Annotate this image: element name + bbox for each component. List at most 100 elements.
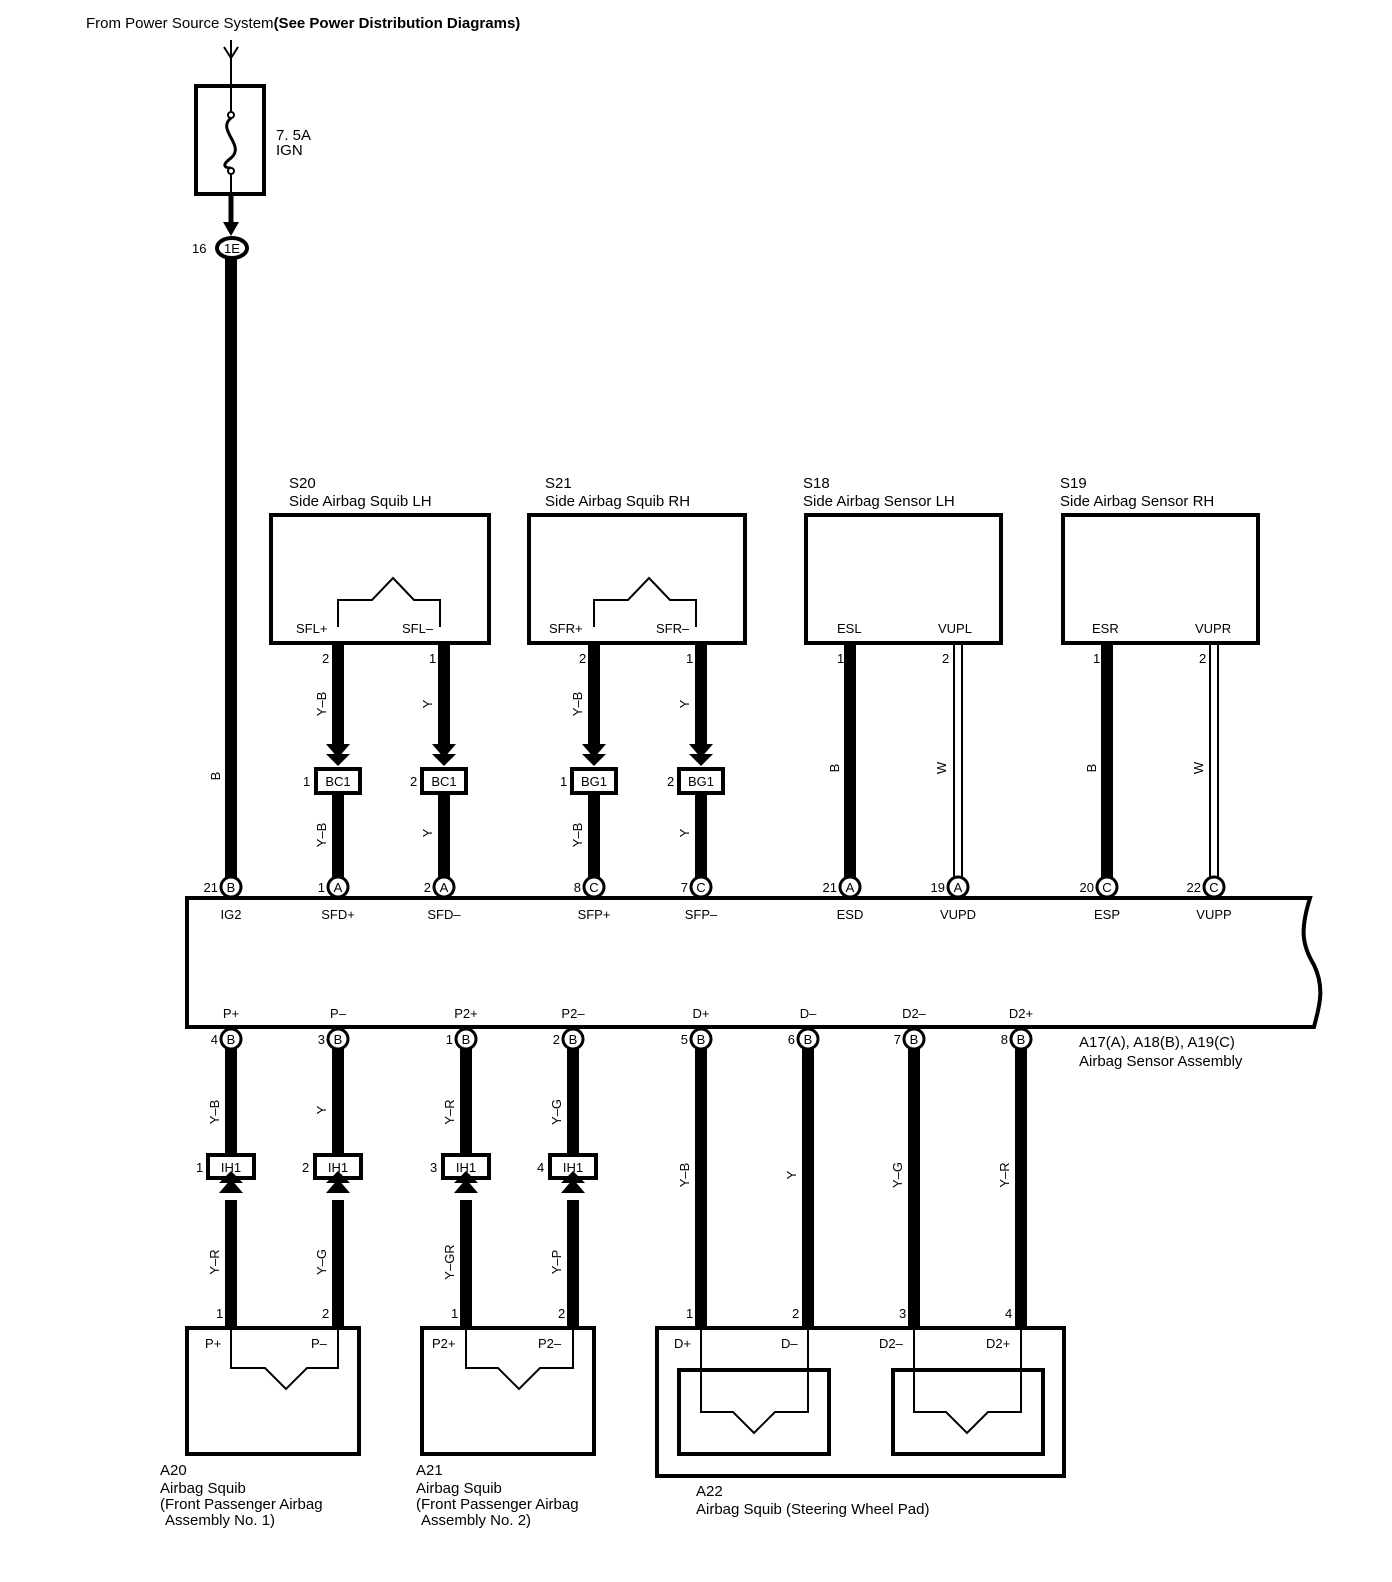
a20-id: A20: [160, 1462, 187, 1479]
connector-code: IH1: [221, 1160, 241, 1175]
svg-text:SFR–: SFR–: [656, 621, 690, 636]
svg-text:D2+: D2+: [1009, 1006, 1033, 1021]
end-pin: 3: [899, 1306, 906, 1321]
wire-label: B: [1084, 764, 1099, 773]
svg-text:C: C: [1209, 880, 1218, 895]
svg-text:VUPD: VUPD: [940, 907, 976, 922]
connector-code: BC1: [325, 774, 350, 789]
wire-p-plus: [206, 1049, 256, 1328]
wire-label: Y: [677, 828, 692, 837]
fuse-rating: 7. 5A: [276, 127, 311, 144]
svg-text:C: C: [696, 880, 705, 895]
source-arrow: [223, 40, 239, 86]
svg-text:D–: D–: [800, 1006, 817, 1021]
svg-text:ESL: ESL: [837, 621, 862, 636]
svg-text:Side Airbag Squib LH: Side Airbag Squib LH: [289, 493, 432, 510]
svg-text:ESR: ESR: [1092, 621, 1119, 636]
end-pin: 2: [322, 1306, 329, 1321]
svg-text:B: B: [804, 1032, 813, 1047]
connector-pin: 2: [302, 1160, 309, 1175]
svg-text:P2+: P2+: [432, 1336, 456, 1351]
svg-text:D+: D+: [693, 1006, 710, 1021]
svg-text:7: 7: [894, 1032, 901, 1047]
svg-text:B: B: [1017, 1032, 1026, 1047]
ecu-bottom-pins: P+ B 4 P– B 3 P2+ B 1 P2– B 2 D+ B 5 D– …: [211, 1006, 1033, 1051]
svg-text:IG2: IG2: [221, 907, 242, 922]
connector-code: IH1: [328, 1160, 348, 1175]
svg-text:6: 6: [788, 1032, 795, 1047]
svg-text:SFL+: SFL+: [296, 621, 327, 636]
s20-pin-1: 1: [429, 651, 436, 666]
svg-text:22: 22: [1187, 880, 1201, 895]
end-pin: 2: [558, 1306, 565, 1321]
svg-text:20: 20: [1080, 880, 1094, 895]
wire-sfp-minus: [677, 643, 725, 878]
svg-text:A: A: [846, 880, 855, 895]
svg-text:S20: S20: [289, 475, 316, 492]
svg-text:1: 1: [318, 880, 325, 895]
connector-pin: 1: [196, 1160, 203, 1175]
svg-text:ESP: ESP: [1094, 907, 1120, 922]
connector-code: BC1: [431, 774, 456, 789]
a21-detail: (Front Passenger Airbag: [416, 1496, 579, 1513]
svg-text:VUPR: VUPR: [1195, 621, 1231, 636]
end-pin: 2: [792, 1306, 799, 1321]
wire-label: Y–B: [314, 823, 329, 848]
svg-text:B: B: [462, 1032, 471, 1047]
fuse-name: IGN: [276, 142, 303, 159]
wire-label: Y–B: [677, 1163, 692, 1188]
ecu-name: Airbag Sensor Assembly: [1079, 1053, 1243, 1070]
svg-text:P2+: P2+: [454, 1006, 478, 1021]
svg-text:A: A: [334, 880, 343, 895]
s18-pin-1: 1: [837, 651, 844, 666]
connector-pin: 1: [303, 774, 310, 789]
svg-text:SFD–: SFD–: [427, 907, 461, 922]
wire-label: Y: [420, 828, 435, 837]
svg-text:SFD+: SFD+: [321, 907, 355, 922]
svg-text:Side Airbag Squib RH: Side Airbag Squib RH: [545, 493, 690, 510]
svg-text:S19: S19: [1060, 475, 1087, 492]
connector-code: BG1: [688, 774, 714, 789]
wire-label: Y: [677, 699, 692, 708]
wire-label: Y–B: [207, 1100, 222, 1125]
svg-text:2: 2: [424, 880, 431, 895]
wire-label: Y–R: [442, 1099, 457, 1124]
svg-text:A: A: [954, 880, 963, 895]
a21-name: Airbag Squib: [416, 1480, 502, 1497]
svg-text:B: B: [227, 1032, 236, 1047]
wire-label: Y: [420, 699, 435, 708]
connector-pin: 1: [560, 774, 567, 789]
s18-pin-2: 2: [942, 651, 949, 666]
svg-text:1E: 1E: [224, 241, 240, 256]
wire-label: Y–B: [570, 692, 585, 717]
svg-text:S21: S21: [545, 475, 572, 492]
svg-text:VUPL: VUPL: [938, 621, 972, 636]
svg-text:1: 1: [446, 1032, 453, 1047]
s21-pin-1: 1: [686, 651, 693, 666]
a20-name: Airbag Squib: [160, 1480, 246, 1497]
svg-text:Side Airbag Sensor RH: Side Airbag Sensor RH: [1060, 493, 1214, 510]
end-pin: 1: [216, 1306, 223, 1321]
component-s19: S19 Side Airbag Sensor RH ESR VUPR: [1060, 475, 1260, 645]
wire-p2-plus: [441, 1049, 491, 1328]
wire-label: W: [1191, 761, 1206, 774]
s19-pin-1: 1: [1093, 651, 1100, 666]
wire-label: Y: [784, 1170, 799, 1179]
svg-text:21: 21: [204, 880, 218, 895]
svg-text:D–: D–: [781, 1336, 798, 1351]
wire-label: Y–G: [314, 1249, 329, 1275]
svg-text:C: C: [1102, 880, 1111, 895]
end-pin: 1: [451, 1306, 458, 1321]
component-s20: S20 Side Airbag Squib LH SFL+ SFL–: [269, 475, 491, 645]
svg-text:B: B: [334, 1032, 343, 1047]
connector-code: BG1: [581, 774, 607, 789]
svg-text:2: 2: [553, 1032, 560, 1047]
s20-pin-2: 2: [322, 651, 329, 666]
wire-sfp-plus: [570, 643, 618, 878]
ig-junction-connector: 1E: [215, 236, 249, 260]
wire-label: Y–R: [997, 1162, 1012, 1187]
svg-text:A: A: [440, 880, 449, 895]
end-pin: 1: [686, 1306, 693, 1321]
ecu-box: [185, 896, 1323, 1029]
